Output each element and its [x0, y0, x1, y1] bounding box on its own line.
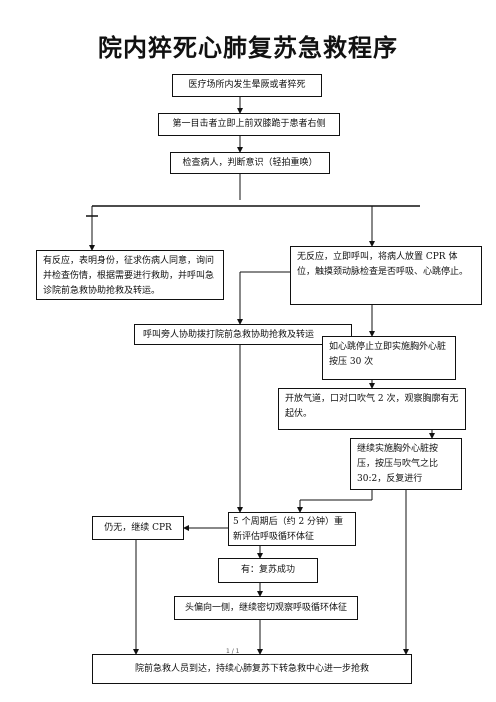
branch-responsive: 有反应，表明身份，征求伤病人同意，询问并检查伤情，根据需要进行救助，并呼叫急诊院… — [36, 250, 224, 300]
step-head-tilt-observe: 头偏向一侧，继续密切观察呼吸循环体征 — [174, 596, 358, 620]
step-still-no-response: 仍无，继续 CPR — [92, 516, 184, 540]
page-number: 1 / 1 — [226, 648, 240, 655]
branch-unresponsive: 无反应，立即呼叫，将病人放置 CPR 体位，触摸颈动脉检查是否呼吸、心跳停止。 — [290, 246, 482, 305]
page-title: 院内猝死心肺复苏急救程序 — [98, 34, 398, 62]
step-success: 有：复苏成功 — [218, 558, 318, 583]
step-chest-compression: 如心跳停止立即实施胸外心脏按压 30 次 — [322, 336, 456, 380]
step-kneel-beside: 第一目击者立即上前双膝跪于患者右侧 — [158, 113, 340, 136]
step-incident: 医疗场所内发生晕厥或者猝死 — [172, 74, 322, 97]
step-continue-cpr: 继续实施胸外心脏按压，按压与吹气之比30:2，反复进行 — [350, 438, 462, 490]
step-final-transfer: 院前急救人员到达，持续心肺复苏下转急救中心进一步抢救 — [92, 654, 412, 684]
step-check-consciousness: 检查病人，判断意识（轻拍重唤） — [170, 152, 330, 174]
step-call-for-help: 呼叫旁人协助拨打院前急救协助抢救及转运 — [134, 324, 352, 345]
step-open-airway: 开放气道，口对口吹气 2 次，观察胸廓有无起伏。 — [278, 388, 466, 430]
step-reassess: 5 个周期后（约 2 分钟）重新评估呼吸循环体征 — [228, 512, 356, 546]
